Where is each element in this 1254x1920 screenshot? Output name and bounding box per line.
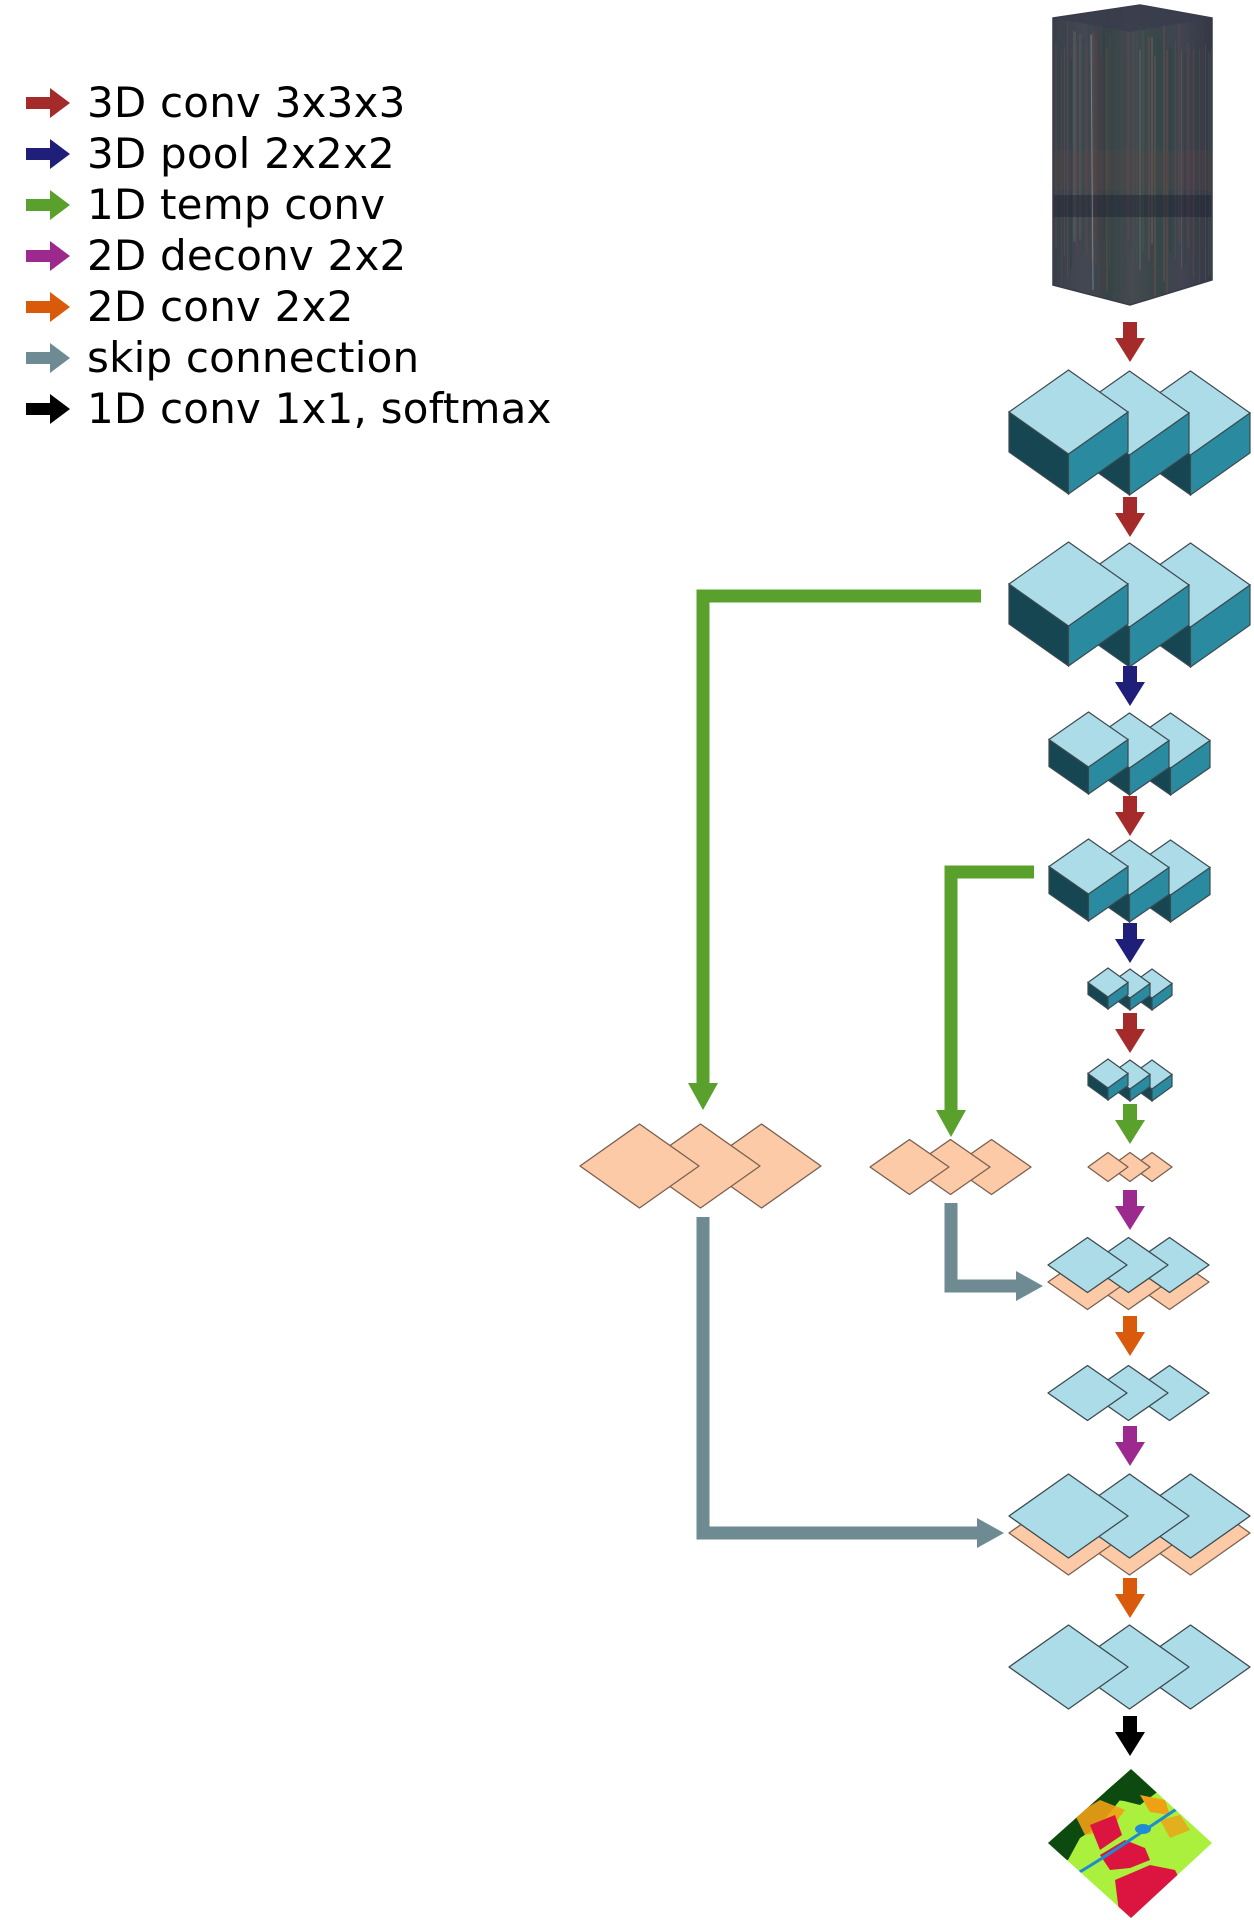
legend-label: 2D conv 2x2 — [87, 282, 354, 331]
arrow-1d-temp-conv-icon — [1115, 1104, 1145, 1144]
feature-map — [1130, 1473, 1251, 1559]
legend-label: 3D pool 2x2x2 — [87, 129, 395, 178]
feature-cube — [1007, 541, 1130, 668]
legend-arrow-icon — [26, 87, 70, 118]
feature-map — [910, 1138, 991, 1196]
decoder-concat-medium — [1047, 1236, 1210, 1311]
legend-arrow-icon — [26, 189, 70, 220]
feature-map — [1008, 1624, 1129, 1710]
legend-arrow-icon — [26, 342, 70, 373]
legend-item-1d-conv-softmax: 1D conv 1x1, softmax — [26, 383, 552, 434]
decoder-conv-medium — [1047, 1364, 1210, 1422]
feature-map — [869, 1138, 950, 1196]
legend-item-3d-conv: 3D conv 3x3x3 — [26, 77, 406, 128]
legend-item-2d-conv: 2D conv 2x2 — [26, 281, 354, 332]
encoder-block-4 — [1047, 838, 1212, 924]
feature-map — [579, 1123, 700, 1209]
feature-map — [1088, 1236, 1169, 1294]
encoder-block-1 — [1007, 369, 1252, 497]
temporal-feature-small — [1087, 1151, 1173, 1183]
arrow-2d-deconv-icon — [1115, 1190, 1145, 1230]
arrow-3d-conv-icon — [1115, 796, 1145, 836]
legend-label: 1D temp conv — [87, 180, 386, 229]
output-segmentation-map — [1048, 1769, 1212, 1918]
feature-cube — [1047, 838, 1130, 923]
arrow-1d-conv-softmax-icon — [1115, 1716, 1145, 1756]
legend-label: 3D conv 3x3x3 — [87, 78, 406, 127]
feature-map — [1129, 1236, 1210, 1294]
temporal-conv-connection-1 — [688, 589, 981, 1110]
legend-arrow-icon — [26, 393, 70, 424]
arrow-3d-pool-icon — [1115, 666, 1145, 706]
legend-item-1d-temp-conv: 1D temp conv — [26, 179, 385, 230]
feature-map — [1047, 1364, 1128, 1422]
feature-cube — [1086, 1058, 1130, 1102]
encoder-block-6 — [1086, 1058, 1174, 1103]
feature-cube — [1086, 967, 1130, 1011]
arrow-2d-conv-icon — [1115, 1316, 1145, 1356]
legend-arrow-icon — [26, 240, 70, 271]
feature-map — [1069, 1624, 1190, 1710]
legend-item-2d-deconv: 2D deconv 2x2 — [26, 230, 406, 281]
arrow-3d-conv-icon — [1115, 1013, 1145, 1053]
input-time-series-cube — [1052, 4, 1213, 306]
feature-map — [1129, 1364, 1210, 1422]
feature-map — [1130, 1624, 1251, 1710]
feature-cube — [1047, 711, 1130, 796]
arrow-2d-deconv-icon — [1115, 1426, 1145, 1466]
feature-map — [1069, 1473, 1190, 1559]
encoder-block-3 — [1047, 711, 1212, 797]
feature-map — [1109, 1151, 1151, 1183]
feature-map — [1008, 1473, 1129, 1559]
feature-map — [1087, 1151, 1129, 1183]
feature-map — [951, 1138, 1032, 1196]
legend-item-3d-pool: 3D pool 2x2x2 — [26, 128, 395, 179]
feature-map — [701, 1123, 822, 1209]
skip-connection-large — [696, 1217, 1004, 1548]
legend-item-skip-connection: skip connection — [26, 332, 419, 383]
temporal-conv-connection-2 — [936, 865, 1034, 1137]
encoder-block-5 — [1086, 967, 1174, 1012]
feature-cube — [1007, 369, 1130, 496]
feature-map — [1131, 1151, 1173, 1183]
decoder-conv-large — [1008, 1624, 1251, 1710]
legend-label: 2D deconv 2x2 — [87, 231, 407, 280]
encoder-block-2 — [1007, 541, 1252, 669]
feature-map — [640, 1123, 761, 1209]
legend-label: 1D conv 1x1, softmax — [87, 384, 552, 433]
feature-map — [1088, 1364, 1169, 1422]
arrow-3d-pool-icon — [1115, 923, 1145, 963]
legend-arrow-icon — [26, 291, 70, 322]
legend-label: skip connection — [87, 333, 420, 382]
skip-connection-medium — [944, 1203, 1043, 1301]
decoder-concat-large — [1008, 1473, 1251, 1576]
temporal-feature-medium — [869, 1138, 1032, 1196]
legend-arrow-icon — [26, 138, 70, 169]
arrow-2d-conv-icon — [1115, 1578, 1145, 1618]
temporal-feature-large — [579, 1123, 822, 1209]
feature-map — [1047, 1236, 1128, 1294]
arrow-3d-conv-icon — [1115, 497, 1145, 537]
arrow-3d-conv-icon — [1115, 322, 1145, 362]
